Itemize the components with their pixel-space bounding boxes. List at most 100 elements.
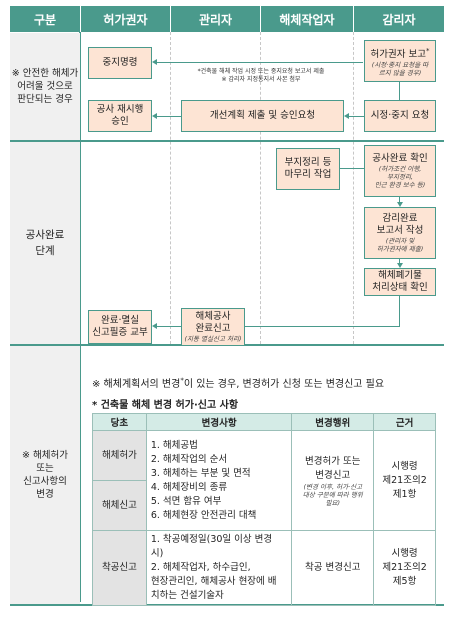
arrow-down-icon [397, 263, 403, 268]
arrow-left-icon [344, 113, 349, 119]
supervise-line2: 보고서 작성 [376, 225, 424, 236]
col-divider-3 [353, 32, 354, 344]
header-permit-authority: 허가권자 [81, 6, 170, 32]
header-demolition-worker-label: 해체작업자 [279, 12, 335, 27]
section-danger-line2: 어려울 것으로 [17, 81, 73, 92]
section-change-line1: ※ 해체허가 [22, 450, 68, 461]
report-note: *건축물 해체 작업 시정 또는 중지요청 보고서 제출※ 감리자 지정통지서 … [186, 68, 336, 84]
connector-report-to-ledger [157, 326, 181, 327]
list-item: 치하는 건설기술자 [150, 590, 224, 601]
connector-report-to-stop [157, 62, 363, 63]
list-item: 1. 착공예정일(30일 이상 변경 시) [150, 534, 273, 559]
stop-order-label: 중지명령 [102, 57, 138, 68]
arrow-left-icon [152, 323, 157, 329]
action-a-line2: 변경신고 [315, 469, 351, 481]
report-sub: (시정·중지 요청을 따르지 않을 경우) [371, 61, 429, 78]
stop-order-box: 중지명령 [88, 47, 152, 79]
change-items-a: 1. 해체공법 2. 해체작업의 순서 3. 해체하는 부분 및 면적 4. 해… [145, 430, 293, 531]
cleanup-line1: 부지정리 등 [284, 157, 332, 168]
connector-waste-down [399, 296, 400, 326]
check-box: 공사완료 확인 (허가조건 이행, 부지정리, 인근 환경 보수 등) [364, 145, 436, 197]
table-row: 착공신고 1. 착공예정일(30일 이상 변경 시) 2. 해체작업자, 하수급… [92, 530, 436, 606]
connector-cleanup-to-check [340, 168, 364, 169]
change-intro-mark: * [180, 376, 184, 385]
header-category: 구분 [10, 6, 80, 32]
correct-box: 시정·중지 요청 [364, 100, 436, 132]
complete-report-line2: 완료신고 [195, 323, 231, 334]
th-action: 변경행위 [291, 413, 375, 431]
change-items-b: 1. 착공예정일(30일 이상 변경 시) 2. 해체작업자, 하수급인, 현장… [145, 530, 293, 606]
supervise-sub2: 허가권자에 제출) [376, 245, 424, 253]
connector-supervise-to-waste [399, 259, 400, 264]
ledger-line1: 완료·멸실 [101, 315, 139, 326]
section-change-line3: 신고사항의 [23, 476, 67, 487]
ledger-line2: 신고필증 교부 [92, 327, 148, 338]
row-separator-1 [10, 140, 444, 142]
header-supervisor-label: 감리자 [382, 12, 416, 27]
resume-line2: 승인 [111, 116, 129, 127]
change-intro-prefix: ※ 해체계획서의 변경 [92, 379, 181, 390]
basis-b-line3: 제5항 [392, 576, 417, 587]
section-danger-line1: ※ 안전한 해체가 [11, 68, 79, 79]
list-item: 1. 해체공법 [150, 439, 198, 451]
action-a-sub2: 대상 구분에 따라 행위 [302, 490, 363, 499]
supervise-line1: 감리완료 [382, 213, 418, 224]
report-label: 허가권자 보고 [370, 49, 426, 61]
report-note-line1: *건축물 해체 작업 시정 또는 중지요청 보고서 제출 [197, 68, 325, 75]
basis-a: 시행령 제21조의2 제1항 [373, 430, 436, 531]
supervise-sub1: (관리자 및 [385, 237, 415, 245]
basis-a-line2: 제21조의2 [382, 474, 427, 486]
arrow-left-icon [152, 113, 157, 119]
list-item: 6. 해체현장 안전관리 대책 [150, 509, 257, 521]
col-divider-2 [260, 32, 261, 344]
section-danger-line3: 판단되는 경우 [17, 94, 73, 105]
header-manager: 관리자 [171, 6, 260, 32]
complete-report-line1: 해체공사 [195, 311, 231, 322]
section-change-line4: 변경 [36, 489, 54, 500]
col-divider-main [79, 32, 81, 602]
complete-report-sub: (지동 멸실신고 처리) [184, 335, 242, 343]
change-intro: ※ 해체계획서의 변경*이 있는 경우, 변경허가 신청 또는 변경신고 필요 [92, 375, 384, 390]
list-item: 2. 해체작업의 순서 [150, 453, 228, 465]
connector-check-to-supervise [399, 197, 400, 203]
th-basis: 근거 [373, 413, 436, 431]
row-permit-label: 해체허가 [92, 430, 147, 481]
complete-report-box: 해체공사 완료신고 (지동 멸실신고 처리) [181, 308, 245, 346]
report-note-line2: ※ 감리자 지정통지서 사본 첨부 [221, 76, 301, 83]
arrow-left-icon [152, 59, 157, 65]
report-box: 허가권자 보고* (시정·중지 요청을 따르지 않을 경우) [364, 40, 436, 82]
row-report-label: 해체신고 [92, 480, 147, 531]
connector-waste-to-report [245, 326, 400, 327]
check-sub3: 인근 환경 보수 등) [374, 181, 426, 189]
arrow-down-icon [397, 202, 403, 207]
table-header-row: 당초 변경사항 변경행위 근거 [92, 413, 436, 431]
action-b: 착공 변경신고 [291, 530, 375, 606]
correct-label: 시정·중지 요청 [370, 110, 430, 121]
list-item: 3. 해체하는 부분 및 면적 [150, 467, 251, 479]
header-supervisor: 감리자 [354, 6, 444, 32]
resume-line1: 공사 재시행 [96, 104, 144, 115]
table-row: 해체허가 1. 해체공법 2. 해체작업의 순서 3. 해체하는 부분 및 면적… [92, 430, 436, 531]
header-manager-label: 관리자 [198, 12, 233, 27]
th-original: 당초 [92, 413, 147, 431]
check-label: 공사완료 확인 [372, 153, 428, 164]
section-change-line2: 또는 [36, 463, 54, 474]
basis-a-line3: 제1항 [392, 488, 417, 500]
cleanup-line2: 마무리 작업 [284, 169, 332, 180]
action-a: 변경허가 또는 변경신고 (변경 이후, 허가·신고 대상 구분에 따라 행위 … [291, 430, 375, 531]
list-item: 5. 석면 함유 여부 [150, 495, 222, 507]
basis-a-line1: 시행령 [391, 460, 418, 472]
basis-b: 시행령 제21조의2 제5항 [373, 530, 436, 606]
table-row: 해체신고 [92, 480, 436, 531]
change-table-title-text: * 건축물 해체 변경 허가·신고 사항 [92, 400, 239, 411]
check-sub1: (허가조건 이행, [378, 165, 422, 173]
col-divider-1 [170, 32, 171, 344]
list-item: 4. 해체장비의 종류 [150, 481, 228, 493]
report-mark: * [425, 46, 430, 55]
